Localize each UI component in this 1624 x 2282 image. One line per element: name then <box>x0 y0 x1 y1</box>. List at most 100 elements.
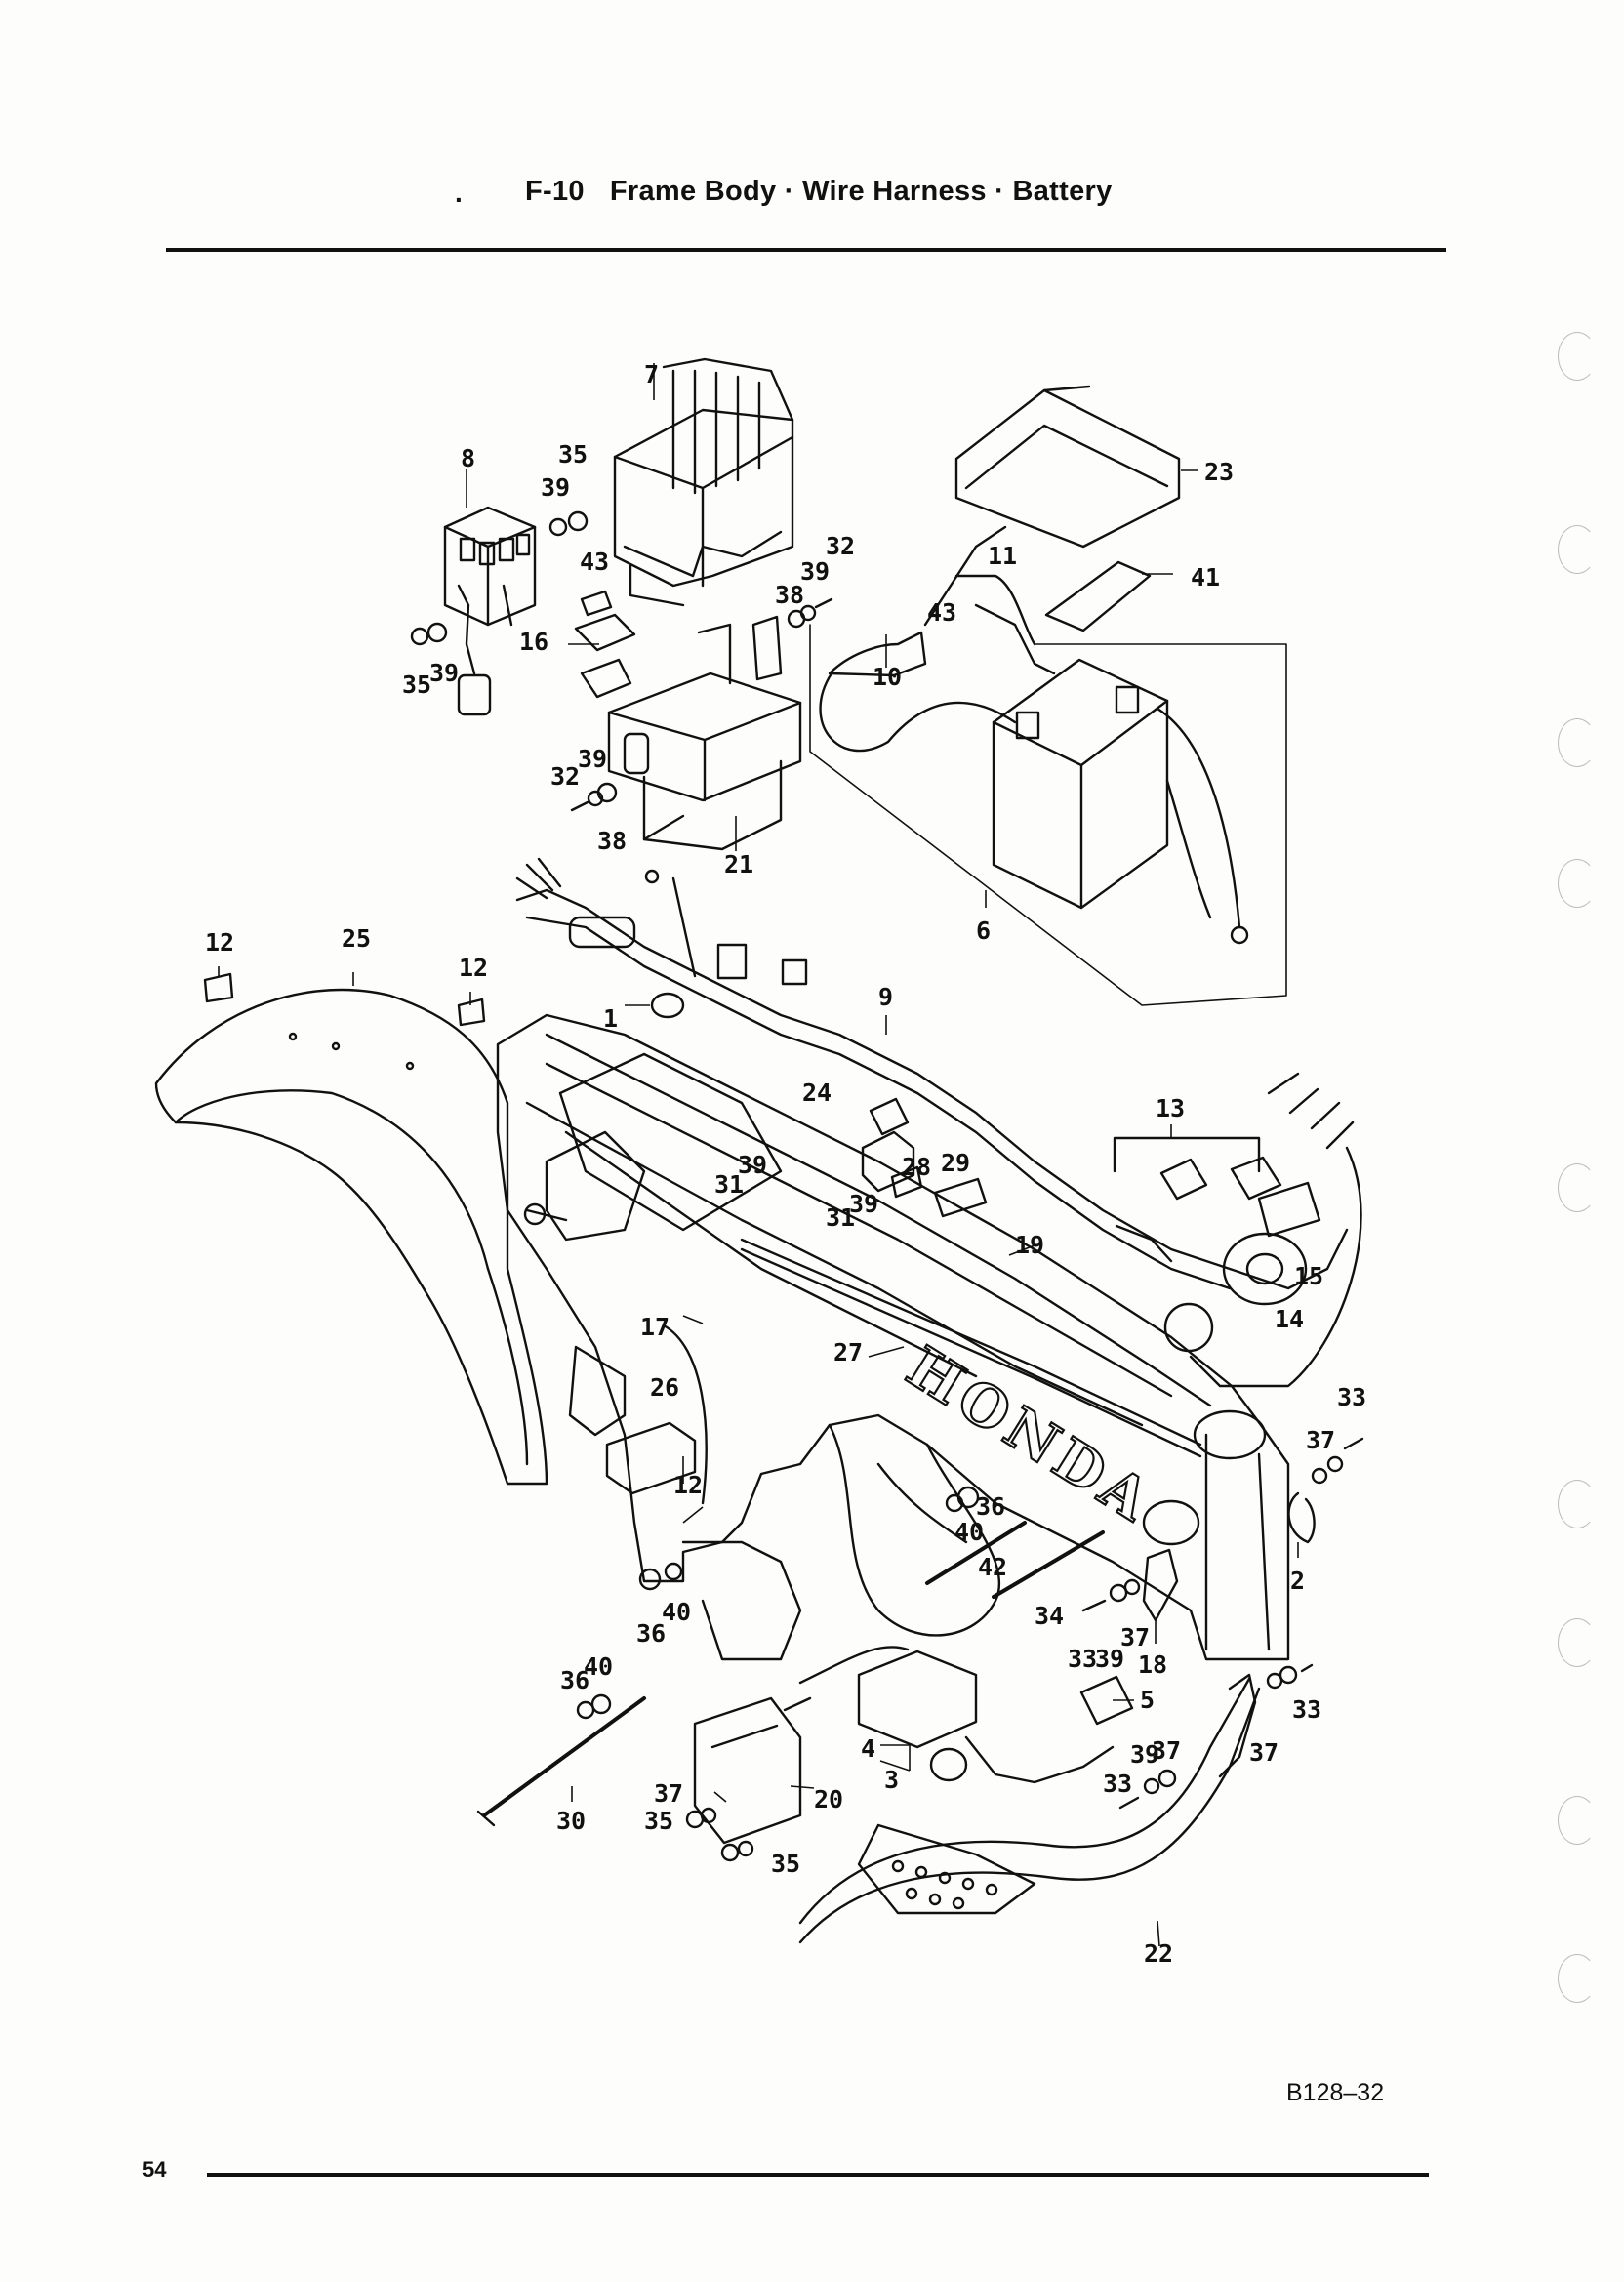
callout-39-e: 39 <box>738 1151 767 1179</box>
punch-hole <box>1558 332 1597 381</box>
punch-hole <box>1558 1954 1597 2003</box>
rear-fender-illustration <box>154 988 627 1486</box>
callout-6: 6 <box>976 917 991 945</box>
fuse-illustration <box>574 590 636 699</box>
callout-12-lower: 12 <box>673 1471 703 1499</box>
callout-31-lower: 31 <box>826 1203 855 1232</box>
callout-20: 20 <box>814 1785 843 1813</box>
callout-32-upper: 32 <box>826 532 855 560</box>
callout-43-upper: 43 <box>580 548 609 576</box>
callout-37-e: 37 <box>654 1779 683 1808</box>
callout-39-c: 39 <box>429 659 459 687</box>
footer-rule <box>207 2173 1429 2177</box>
callout-35-lower: 35 <box>771 1850 800 1878</box>
callout-28: 28 <box>902 1153 931 1181</box>
callout-12-left: 12 <box>205 928 234 957</box>
wire-harness-illustration <box>515 857 1362 1388</box>
callout-7: 7 <box>644 360 659 388</box>
callout-36-mid: 36 <box>636 1619 666 1648</box>
callout-37-c: 37 <box>1152 1736 1181 1765</box>
callout-18: 18 <box>1138 1650 1167 1679</box>
callout-39-a: 39 <box>800 557 830 586</box>
callout-15: 15 <box>1294 1262 1323 1290</box>
callout-25: 25 <box>342 924 371 953</box>
callout-39-f: 39 <box>849 1190 878 1218</box>
callout-24: 24 <box>802 1079 832 1107</box>
margin-dot: . <box>455 178 463 208</box>
callout-14: 14 <box>1275 1305 1304 1333</box>
callout-23: 23 <box>1204 458 1234 486</box>
battery-tray-illustration <box>607 623 802 851</box>
punch-hole <box>1558 859 1597 908</box>
punch-hole <box>1558 1163 1597 1212</box>
callout-30: 30 <box>556 1807 586 1835</box>
frame-body-illustration <box>496 1013 1290 1661</box>
callout-32-lower: 32 <box>550 762 580 791</box>
callout-33-d: 33 <box>1103 1770 1132 1798</box>
callout-43-lower: 43 <box>927 598 956 627</box>
callout-31-upper: 31 <box>714 1170 744 1199</box>
callout-33-b: 33 <box>1068 1645 1097 1673</box>
figure-code: B128–32 <box>1286 2079 1385 2106</box>
punch-hole <box>1558 525 1597 574</box>
battery-strap-illustration <box>1044 560 1152 632</box>
punch-hole <box>1558 1480 1597 1528</box>
callout-21: 21 <box>724 850 753 878</box>
callout-40-right: 40 <box>954 1518 984 1546</box>
punch-hole <box>1558 1618 1597 1667</box>
callout-8: 8 <box>461 444 475 472</box>
callout-1: 1 <box>603 1004 618 1033</box>
callout-40-mid: 40 <box>662 1598 691 1626</box>
callout-37-d: 37 <box>1249 1738 1279 1767</box>
grommet-illustration <box>650 992 685 1019</box>
header-rule <box>166 248 1446 252</box>
callout-13: 13 <box>1156 1094 1185 1122</box>
callout-38-lower: 38 <box>597 827 627 855</box>
callout-29: 29 <box>941 1149 970 1177</box>
section-code: F-10 <box>525 176 585 207</box>
callout-3: 3 <box>884 1766 899 1794</box>
callout-27: 27 <box>833 1338 863 1366</box>
callout-35-upper: 35 <box>558 440 588 469</box>
punch-hole <box>1558 718 1597 767</box>
callout-33-c: 33 <box>1292 1695 1321 1724</box>
callout-2: 2 <box>1290 1567 1305 1595</box>
punch-hole <box>1558 1796 1597 1845</box>
callout-34: 34 <box>1035 1602 1064 1630</box>
section-title: Frame Body · Wire Harness · Battery <box>609 176 1113 207</box>
callout-35-left: 35 <box>402 671 431 699</box>
callout-19: 19 <box>1015 1231 1044 1259</box>
callout-39-b: 39 <box>541 473 570 502</box>
callout-36-low: 36 <box>560 1666 589 1694</box>
ignition-coil-illustration <box>783 1646 1134 1784</box>
battery-illustration <box>992 658 1249 945</box>
callout-12-right: 12 <box>459 954 488 982</box>
callout-39-g: 39 <box>1095 1645 1124 1673</box>
page-number: 54 <box>142 2157 167 2181</box>
bracket-illustration <box>693 1696 802 1845</box>
callout-41: 41 <box>1191 563 1220 591</box>
callout-17: 17 <box>640 1313 670 1341</box>
callout-36-right: 36 <box>976 1492 1005 1521</box>
callout-11: 11 <box>988 542 1017 570</box>
callout-22: 22 <box>1144 1939 1173 1968</box>
callout-35-mid: 35 <box>644 1807 673 1835</box>
callout-4: 4 <box>861 1734 875 1763</box>
callout-33-a: 33 <box>1337 1383 1366 1411</box>
callout-37-a: 37 <box>1306 1426 1335 1454</box>
callout-5: 5 <box>1140 1686 1155 1714</box>
callout-9: 9 <box>878 983 893 1011</box>
callout-39-h: 39 <box>1130 1740 1159 1769</box>
battery-case-illustration <box>613 357 794 607</box>
callout-16: 16 <box>519 628 548 656</box>
callout-38-upper: 38 <box>775 581 804 609</box>
callout-37-b: 37 <box>1120 1623 1150 1651</box>
battery-cover-illustration <box>954 385 1181 549</box>
fuse-holder-illustration <box>443 506 537 716</box>
callout-26: 26 <box>650 1373 679 1402</box>
callout-39-d: 39 <box>578 745 607 773</box>
callout-10: 10 <box>873 663 902 691</box>
footrest-illustration <box>798 1673 1261 1944</box>
